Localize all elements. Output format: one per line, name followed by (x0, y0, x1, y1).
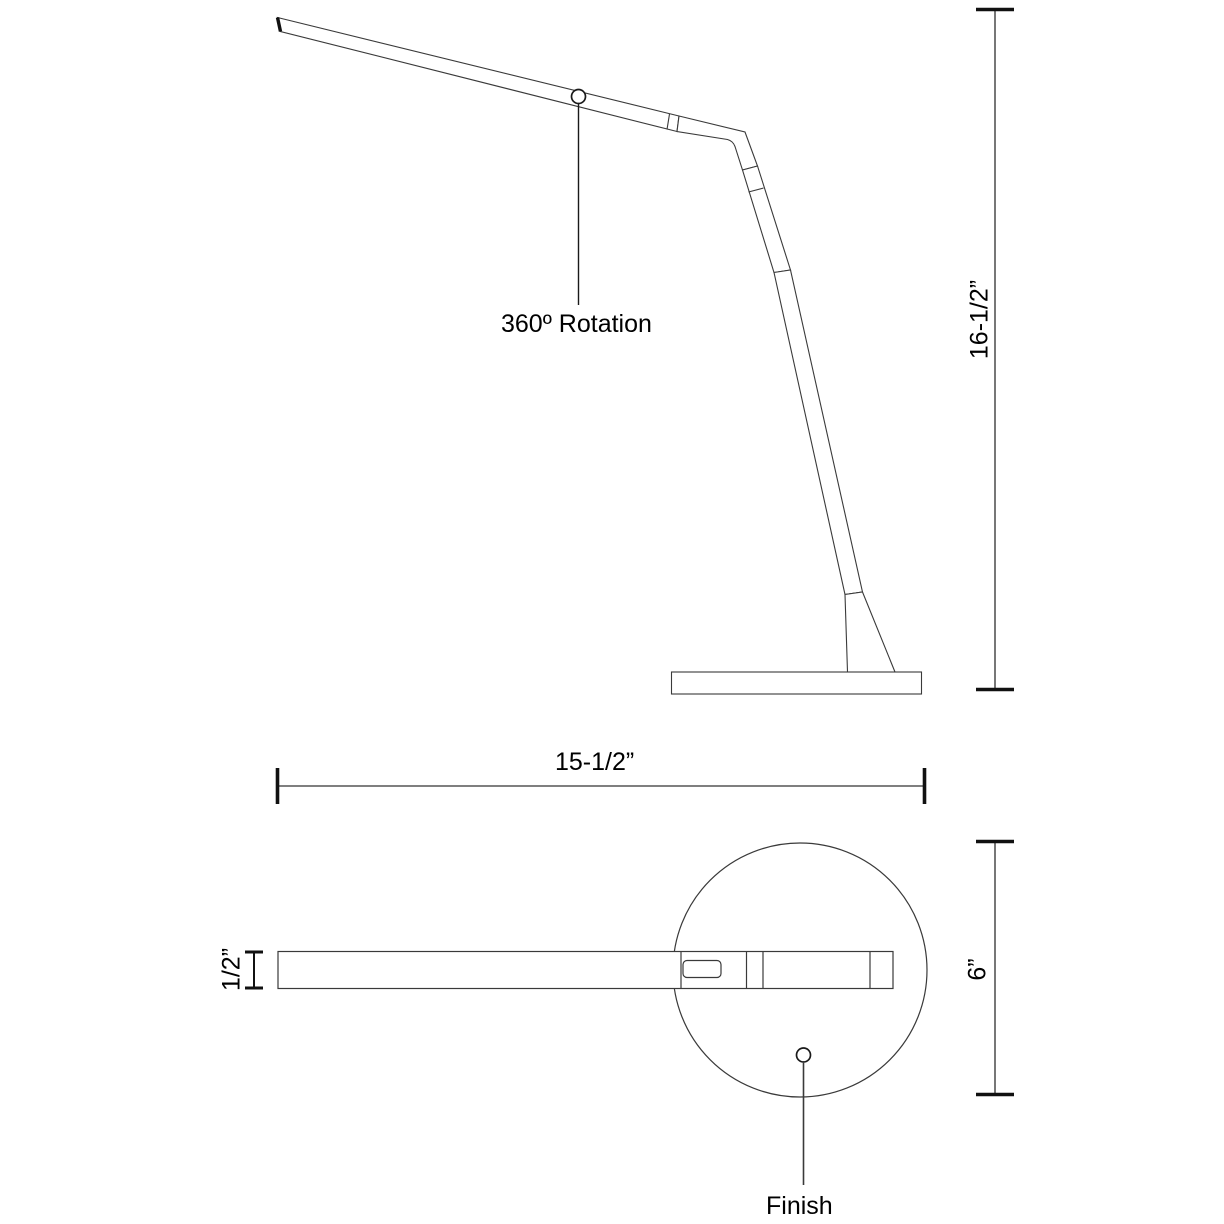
width-dimension-label: 15-1/2” (555, 748, 635, 776)
switch-detail-plan (682, 959, 722, 979)
height-dimension-label: 16-1/2” (965, 279, 994, 360)
lamp-base-slab (670, 671, 923, 695)
lamp-post-lower (773, 269, 864, 596)
lamp-upper-arm (275, 16, 680, 133)
rotation-callout-dot (570, 88, 587, 105)
arm-segment-divider-upper (666, 113, 671, 130)
side-elevation-view (275, 7, 1014, 695)
rotation-callout-leader (570, 88, 587, 305)
top-plan-view (245, 768, 1014, 1185)
depth-dimension-label: 6” (963, 958, 992, 981)
rotation-callout-label: 360º Rotation (501, 310, 652, 338)
height-dimension-line (976, 7, 1014, 692)
arm-bar-plan (277, 950, 894, 990)
thickness-dimension-label: 1/2” (217, 947, 246, 992)
width-dimension-line (275, 768, 927, 804)
depth-dimension-line (976, 839, 1014, 1097)
finish-callout-dot (795, 1047, 812, 1063)
finish-callout-leader (795, 1047, 812, 1185)
thickness-dimension-tick (245, 950, 263, 990)
lamp-post-upper (741, 165, 792, 274)
lamp-stem-foot (844, 591, 896, 673)
finish-callout-label: Finish (766, 1192, 833, 1220)
post-segment-divider-upper (748, 187, 764, 193)
lamp-elbow-joint (676, 115, 759, 171)
